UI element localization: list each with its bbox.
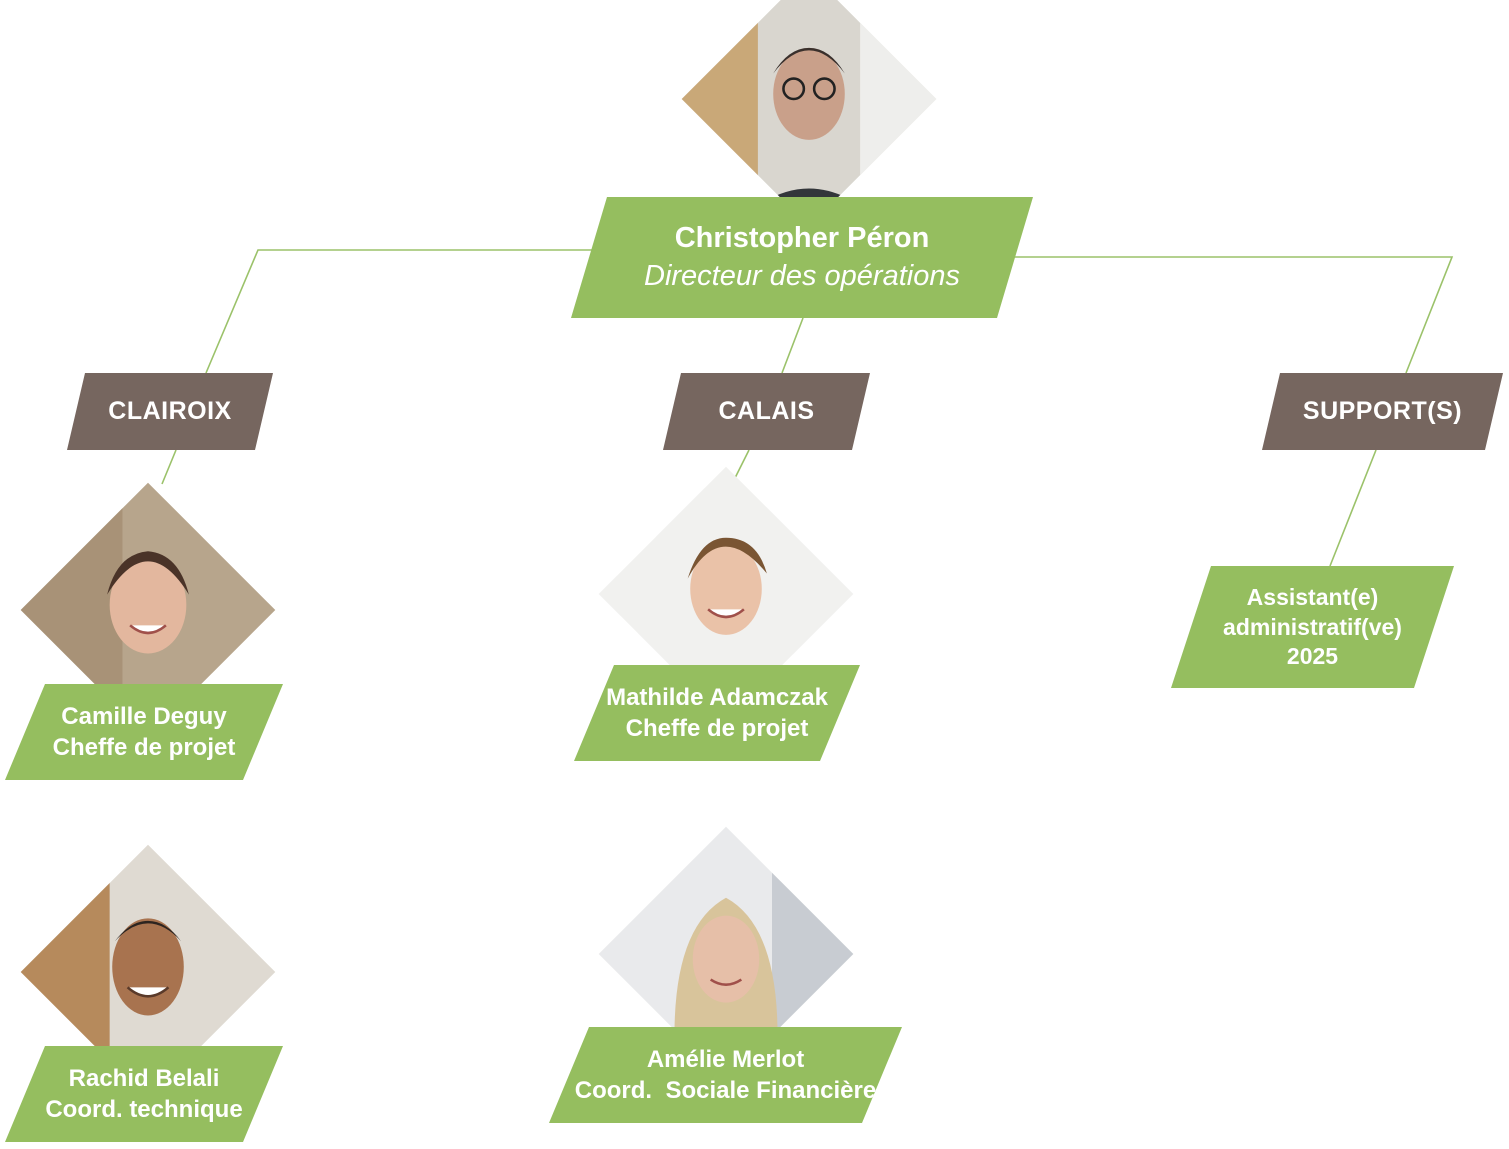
site-support: SUPPORT(S): [1262, 373, 1503, 450]
amelie-role: Coord. Sociale Financière: [574, 1076, 877, 1104]
assistant-line3: 2025: [1286, 643, 1339, 670]
assistant-banner: Assistant(e) administratif(ve) 2025: [1171, 566, 1454, 688]
site-clairoix: CLAIROIX: [67, 373, 273, 450]
connector-director-clairoix: [205, 249, 593, 374]
camille-banner: Camille Deguy Cheffe de projet: [5, 684, 283, 780]
connector-director-support: [1012, 256, 1454, 374]
director-banner: Christopher Péron Directeur des opératio…: [571, 197, 1033, 318]
assistant-line1: Assistant(e): [1246, 584, 1379, 611]
rachid-banner: Rachid Belali Coord. technique: [5, 1046, 283, 1142]
site-calais: CALAIS: [663, 373, 870, 450]
director-role: Directeur des opérations: [644, 259, 960, 292]
connector-director-calais: [781, 317, 804, 374]
connector-calais-mathilde: [734, 449, 750, 479]
connector-support-assistant: [1329, 449, 1377, 567]
rachid-role: Coord. technique: [45, 1095, 243, 1123]
mathilde-banner: Mathilde Adamczak Cheffe de projet: [574, 665, 860, 761]
assistant-line2: administratif(ve): [1223, 613, 1402, 640]
connector-clairoix-camille: [161, 449, 177, 485]
site-support-label: SUPPORT(S): [1302, 397, 1463, 425]
site-clairoix-label: CLAIROIX: [108, 397, 232, 425]
director-name: Christopher Péron: [674, 222, 930, 255]
camille-name: Camille Deguy: [61, 702, 227, 730]
site-calais-label: CALAIS: [718, 397, 815, 425]
rachid-name: Rachid Belali: [68, 1064, 220, 1092]
amelie-name: Amélie Merlot: [646, 1045, 805, 1073]
mathilde-role: Cheffe de projet: [625, 714, 809, 742]
mathilde-name: Mathilde Adamczak: [606, 683, 828, 711]
camille-role: Cheffe de projet: [52, 733, 236, 761]
amelie-banner: Amélie Merlot Coord. Sociale Financière: [549, 1027, 902, 1123]
